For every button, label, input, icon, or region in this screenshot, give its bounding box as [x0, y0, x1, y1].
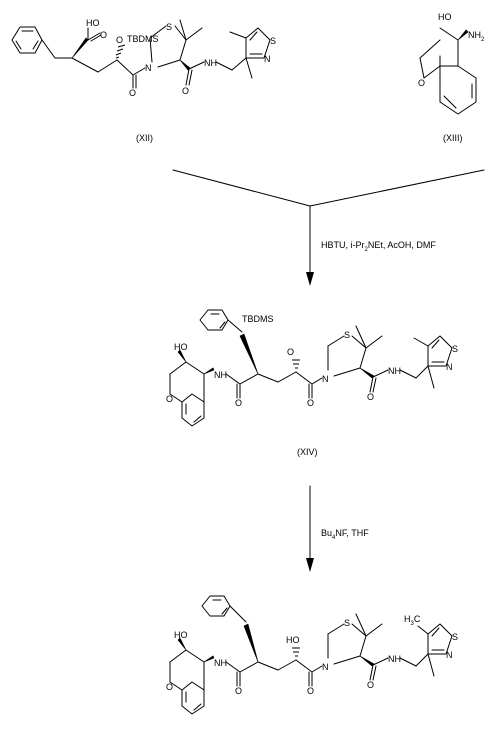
- compound-xiv: [169, 309, 453, 427]
- xiv-s-label: S: [344, 330, 350, 340]
- product-s-label: S: [344, 618, 350, 628]
- xii-ho-label: HO: [86, 18, 100, 28]
- xii-n-label: N: [145, 63, 152, 73]
- xiv-nh-left-label: NH: [214, 370, 227, 380]
- compound-xiii: [419, 27, 477, 115]
- xii-acid-o-label: O: [100, 30, 107, 40]
- xiv-s-iso-label: S: [452, 344, 458, 354]
- xiv-nh-label: NH: [388, 366, 401, 376]
- xii-amide-o1-label: O: [129, 88, 136, 98]
- xiv-amide-o-left-label: O: [235, 398, 242, 408]
- xiii-ho-label: HO: [438, 12, 452, 22]
- xiv-ether-o-label: O: [287, 347, 294, 357]
- xii-amide-o2-label: O: [182, 86, 189, 96]
- xiv-n-label: N: [322, 374, 329, 384]
- reaction-arrow-2: [306, 485, 314, 572]
- product-h3c-label: H3C: [404, 614, 421, 627]
- product-ho-label: HO: [174, 630, 188, 640]
- xiv-o-ring-label: O: [166, 394, 173, 404]
- xii-ether-o-label: O: [116, 35, 123, 45]
- product-amide-o2-label: O: [367, 680, 374, 690]
- reaction-arrow-1: [172, 169, 485, 286]
- product-n-label: N: [322, 662, 329, 672]
- product-n-iso-label: N: [446, 650, 453, 660]
- compound-product: [169, 595, 453, 715]
- compound-xii: [11, 19, 271, 89]
- xiv-caption: (XIV): [297, 447, 318, 457]
- xiv-tbdms-label: TBDMS: [242, 314, 274, 324]
- xii-nh-label: NH: [204, 58, 217, 68]
- product-o-ring-label: O: [166, 682, 173, 692]
- xii-s-label: S: [166, 22, 172, 32]
- xii-n-iso-label: N: [264, 54, 271, 64]
- product-amide-o1-label: O: [307, 686, 314, 696]
- product-s-iso-label: S: [452, 632, 458, 642]
- product-amide-o-left-label: O: [235, 686, 242, 696]
- xii-caption: (XII): [136, 133, 153, 143]
- xiii-o-label: O: [418, 78, 425, 88]
- reagents-step-1: HBTU, i-Pr2NEt, AcOH, DMF: [321, 240, 436, 253]
- xiii-nh2-label: NH2: [468, 30, 485, 43]
- xii-s-iso-label: S: [270, 36, 276, 46]
- reagents-step-2: Bu4NF, THF: [321, 528, 369, 541]
- product-ho-mid-label: HO: [286, 635, 300, 645]
- product-nh-left-label: NH: [214, 658, 227, 668]
- xiii-caption: (XIII): [443, 133, 463, 143]
- xiv-ho-label: HO: [174, 342, 188, 352]
- xii-tbdms-label: TBDMS: [127, 34, 159, 44]
- xiv-amide-o2-label: O: [367, 392, 374, 402]
- product-nh-label: NH: [388, 654, 401, 664]
- xiv-n-iso-label: N: [446, 362, 453, 372]
- xiv-amide-o1-label: O: [307, 398, 314, 408]
